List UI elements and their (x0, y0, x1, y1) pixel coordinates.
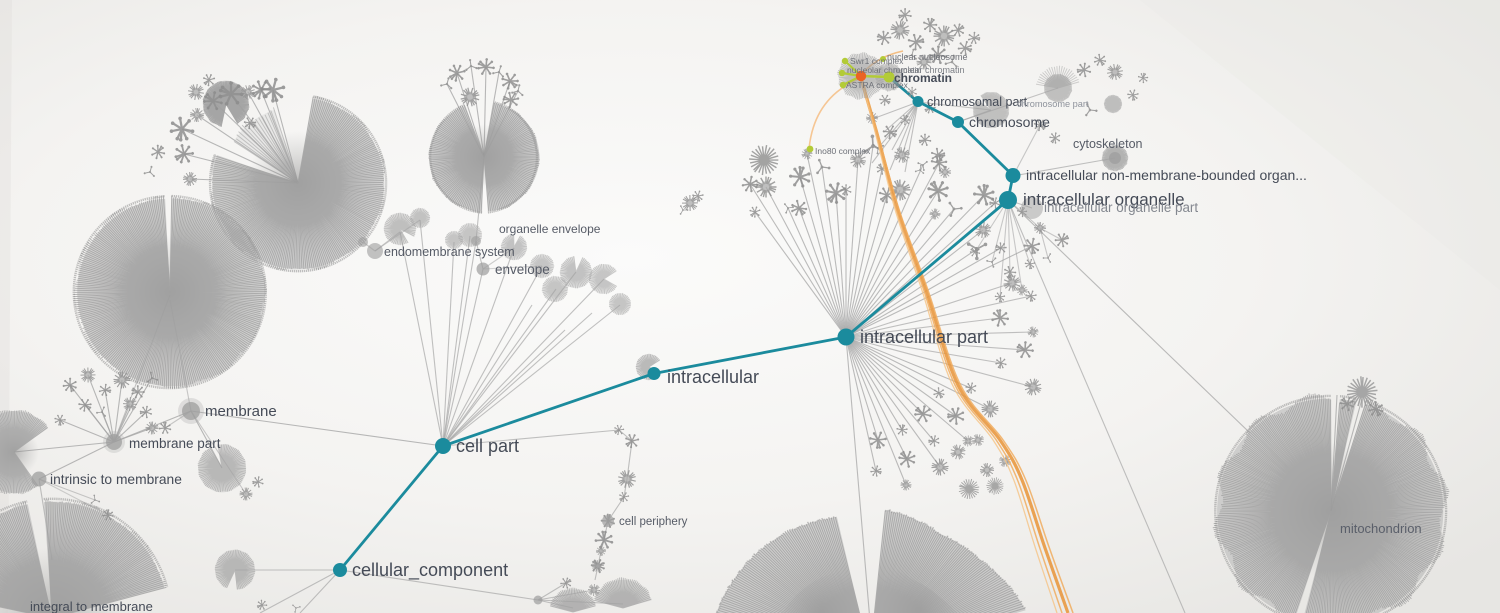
svg-text:organelle envelope: organelle envelope (499, 222, 601, 236)
svg-text:Swr1 complex: Swr1 complex (850, 56, 904, 66)
svg-text:nuclear chromatin: nuclear chromatin (893, 65, 965, 75)
svg-text:chromosomal part: chromosomal part (927, 95, 1028, 109)
svg-text:intracellular part: intracellular part (860, 327, 988, 347)
svg-text:nucleolar chromatin: nucleolar chromatin (847, 65, 921, 75)
svg-text:cell periphery: cell periphery (619, 516, 688, 528)
svg-text:mitochondrion: mitochondrion (1340, 521, 1422, 536)
svg-text:nuclear nucleosome: nuclear nucleosome (887, 52, 968, 62)
svg-text:cellular_component: cellular_component (352, 560, 508, 581)
svg-text:chromatin: chromatin (894, 71, 952, 85)
svg-text:cytoskeleton: cytoskeleton (1073, 137, 1143, 151)
svg-text:intracellular organelle part: intracellular organelle part (1044, 200, 1198, 215)
svg-text:intrinsic to membrane: intrinsic to membrane (50, 472, 182, 487)
svg-text:envelope: envelope (495, 262, 550, 277)
svg-text:Ino80 complex: Ino80 complex (815, 146, 871, 156)
svg-text:intracellular: intracellular (667, 367, 759, 387)
svg-text:chromosome part: chromosome part (1017, 99, 1089, 109)
svg-text:membrane: membrane (205, 403, 277, 420)
svg-text:intracellular non-membrane-bou: intracellular non-membrane-bounded organ… (1026, 167, 1307, 183)
svg-text:chromosome: chromosome (969, 114, 1050, 130)
svg-text:integral to membrane: integral to membrane (30, 599, 153, 613)
svg-text:endomembrane system: endomembrane system (384, 245, 515, 259)
svg-text:membrane part: membrane part (129, 436, 221, 451)
svg-text:intracellular organelle: intracellular organelle (1023, 190, 1185, 209)
svg-text:cell part: cell part (456, 436, 519, 456)
svg-text:ASTRA complex: ASTRA complex (846, 80, 909, 90)
